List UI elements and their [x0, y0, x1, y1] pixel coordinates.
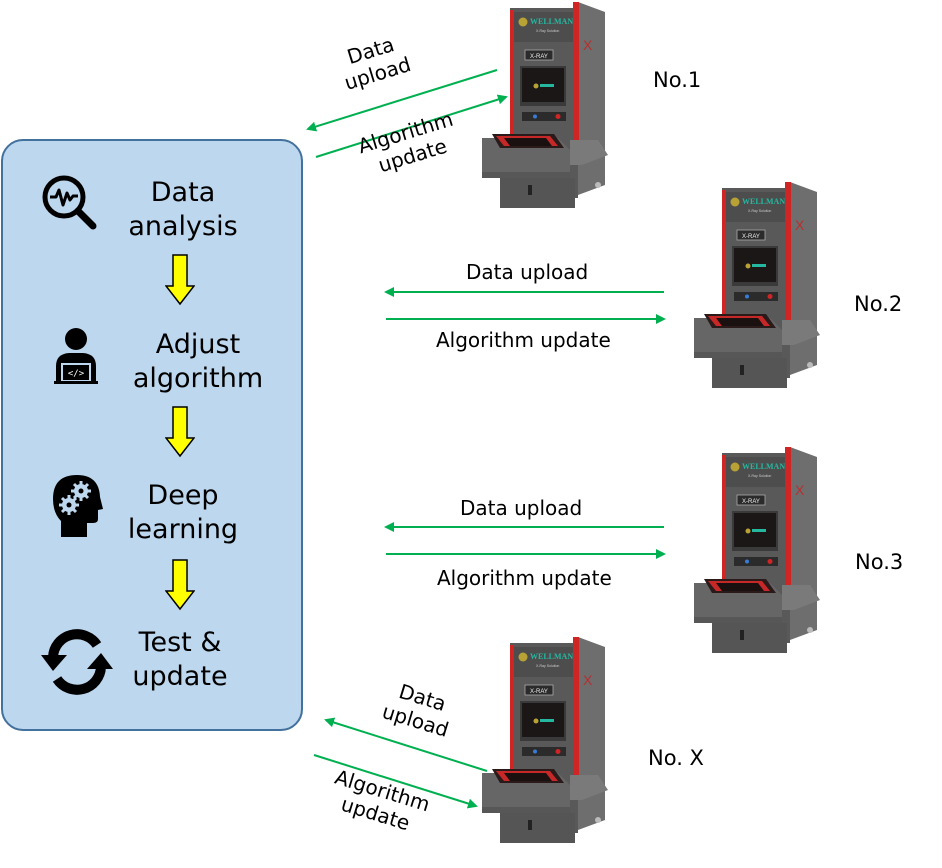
update-label-2: Algorithm update — [436, 328, 611, 352]
refresh-cycle-icon — [41, 629, 113, 695]
xray-machine-illustration: WELLMAN X-Ray Solution X X-RAY — [694, 447, 820, 653]
svg-text:</>: </> — [68, 369, 85, 379]
xray-badge: X-RAY — [742, 234, 760, 240]
developer-laptop-icon: </> — [54, 328, 98, 384]
down-arrow-icon — [165, 559, 195, 611]
step-label-line2: learning — [127, 514, 239, 545]
step-label-line1: Adjust — [155, 329, 241, 360]
step-label-line2: update — [132, 661, 228, 692]
brand-logo-text: WELLMAN — [530, 17, 573, 26]
xray-machine-1[interactable]: WELLMAN X-Ray Solution X X-RAY — [470, 0, 620, 219]
step-test-update-label: Test & update — [115, 626, 245, 694]
xray-machine-illustration: WELLMAN X-Ray Solution X X-RAY — [482, 637, 608, 843]
down-arrow-icon — [165, 254, 195, 306]
xray-machine-x[interactable]: WELLMAN X-Ray Solution X X-RAY — [470, 635, 620, 854]
step-deep-learning-label: Deep learning — [118, 479, 248, 547]
update-arrow-1 — [315, 94, 508, 158]
upload-label-3: Data upload — [460, 496, 583, 520]
brand-logo-text: WELLMAN — [742, 197, 785, 206]
magnifier-pulse-icon — [42, 175, 97, 230]
brand-logo-text: WELLMAN — [530, 652, 573, 661]
svg-text:X: X — [795, 482, 805, 498]
upload-arrow-1 — [306, 69, 498, 132]
brand-logo-text: WELLMAN — [742, 462, 785, 471]
brand-tagline: X-Ray Solution — [748, 474, 771, 478]
xray-machine-illustration: WELLMAN X-Ray Solution X X-RAY — [694, 182, 820, 388]
step-label-line1: Test & — [138, 627, 222, 658]
svg-text:X: X — [583, 672, 593, 688]
xray-machine-2[interactable]: WELLMAN X-Ray Solution X X-RAY — [682, 180, 832, 399]
brand-tagline: X-Ray Solution — [536, 29, 559, 33]
machine-label-3: No.3 — [855, 550, 904, 574]
machine-label-1: No.1 — [653, 68, 702, 92]
svg-text:X: X — [583, 37, 593, 53]
upload-arrow-x — [324, 717, 488, 772]
xray-machine-3[interactable]: WELLMAN X-Ray Solution X X-RAY — [682, 445, 832, 664]
xray-badge: X-RAY — [530, 54, 548, 60]
xray-machine-illustration: WELLMAN X-Ray Solution X X-RAY — [482, 2, 608, 208]
down-arrow-icon — [165, 406, 195, 458]
update-arrow-x — [313, 754, 478, 809]
brand-tagline: X-Ray Solution — [536, 664, 559, 668]
machine-label-x: No. X — [648, 746, 704, 770]
machine-label-2: No.2 — [854, 292, 903, 316]
xray-badge: X-RAY — [530, 689, 548, 695]
xray-badge: X-RAY — [742, 499, 760, 505]
step-label-line2: analysis — [128, 211, 238, 242]
process-box: Data analysis </> Adjust algorithm — [1, 139, 303, 731]
step-data-analysis-label: Data analysis — [113, 176, 253, 244]
update-label-3: Algorithm update — [437, 566, 612, 590]
svg-text:X: X — [795, 217, 805, 233]
upload-label-2: Data upload — [466, 260, 589, 284]
head-gears-icon — [53, 475, 103, 537]
brand-tagline: X-Ray Solution — [748, 209, 771, 213]
step-label-line2: algorithm — [132, 363, 264, 394]
step-label-line1: Deep — [147, 480, 219, 511]
step-adjust-algorithm-label: Adjust algorithm — [123, 328, 273, 396]
step-label-line1: Data — [150, 177, 216, 208]
